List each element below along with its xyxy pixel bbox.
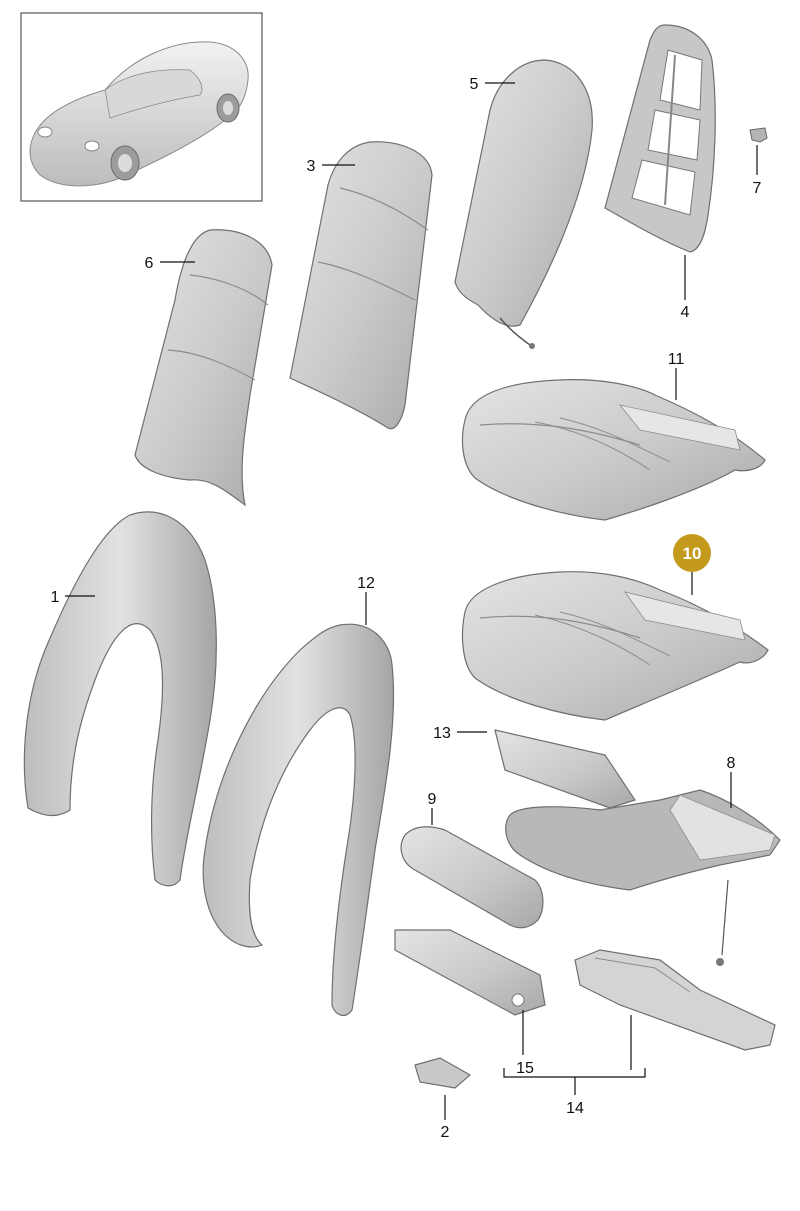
part-1-side-bolster bbox=[23, 511, 217, 887]
part-7-clip bbox=[749, 127, 768, 143]
part-4-backrest-frame bbox=[604, 24, 716, 253]
callout-13[interactable]: 13 bbox=[433, 725, 451, 742]
part-15-module bbox=[394, 929, 546, 1016]
callout-14[interactable]: 14 bbox=[566, 1100, 584, 1117]
callout-11[interactable]: 11 bbox=[668, 351, 685, 368]
callout-8[interactable]: 8 bbox=[727, 755, 736, 772]
car-icon bbox=[29, 41, 249, 187]
callout-12[interactable]: 12 bbox=[357, 575, 375, 592]
callout-7[interactable]: 7 bbox=[753, 180, 762, 197]
part-3-backrest-pad bbox=[289, 141, 433, 430]
leader-lines bbox=[65, 82, 758, 1120]
part-12-side-bolster bbox=[202, 623, 395, 1017]
callout-labels: 1 2 3 4 5 6 7 8 9 11 12 13 14 15 bbox=[51, 76, 762, 1141]
callout-15[interactable]: 15 bbox=[516, 1060, 534, 1077]
part-5-backrest-shell bbox=[454, 59, 593, 349]
harness-connector bbox=[499, 317, 535, 349]
callout-5[interactable]: 5 bbox=[470, 76, 479, 93]
part-9-thigh-cushion bbox=[400, 826, 544, 929]
part-8-seat-mat bbox=[505, 789, 781, 966]
callout-10: 10 bbox=[683, 544, 702, 563]
part-6-backrest-cover bbox=[134, 229, 273, 507]
callout-10-badge bbox=[673, 534, 711, 572]
callout-1[interactable]: 1 bbox=[51, 589, 60, 606]
part-10-seat-cushion bbox=[461, 571, 769, 721]
callout-3[interactable]: 3 bbox=[307, 158, 316, 175]
inset-vehicle-box bbox=[20, 12, 263, 202]
part-14-base-bracket bbox=[574, 949, 776, 1051]
callout-9[interactable]: 9 bbox=[428, 791, 437, 808]
callout-2[interactable]: 2 bbox=[441, 1124, 450, 1141]
part-13-trim-strip bbox=[494, 729, 636, 809]
callout-10-highlight[interactable]: 10 bbox=[673, 534, 711, 572]
callout-6[interactable]: 6 bbox=[145, 255, 154, 272]
callout-4[interactable]: 4 bbox=[681, 304, 690, 321]
part-2-small-bracket bbox=[414, 1057, 472, 1089]
part-11-seat-cover bbox=[461, 379, 766, 521]
